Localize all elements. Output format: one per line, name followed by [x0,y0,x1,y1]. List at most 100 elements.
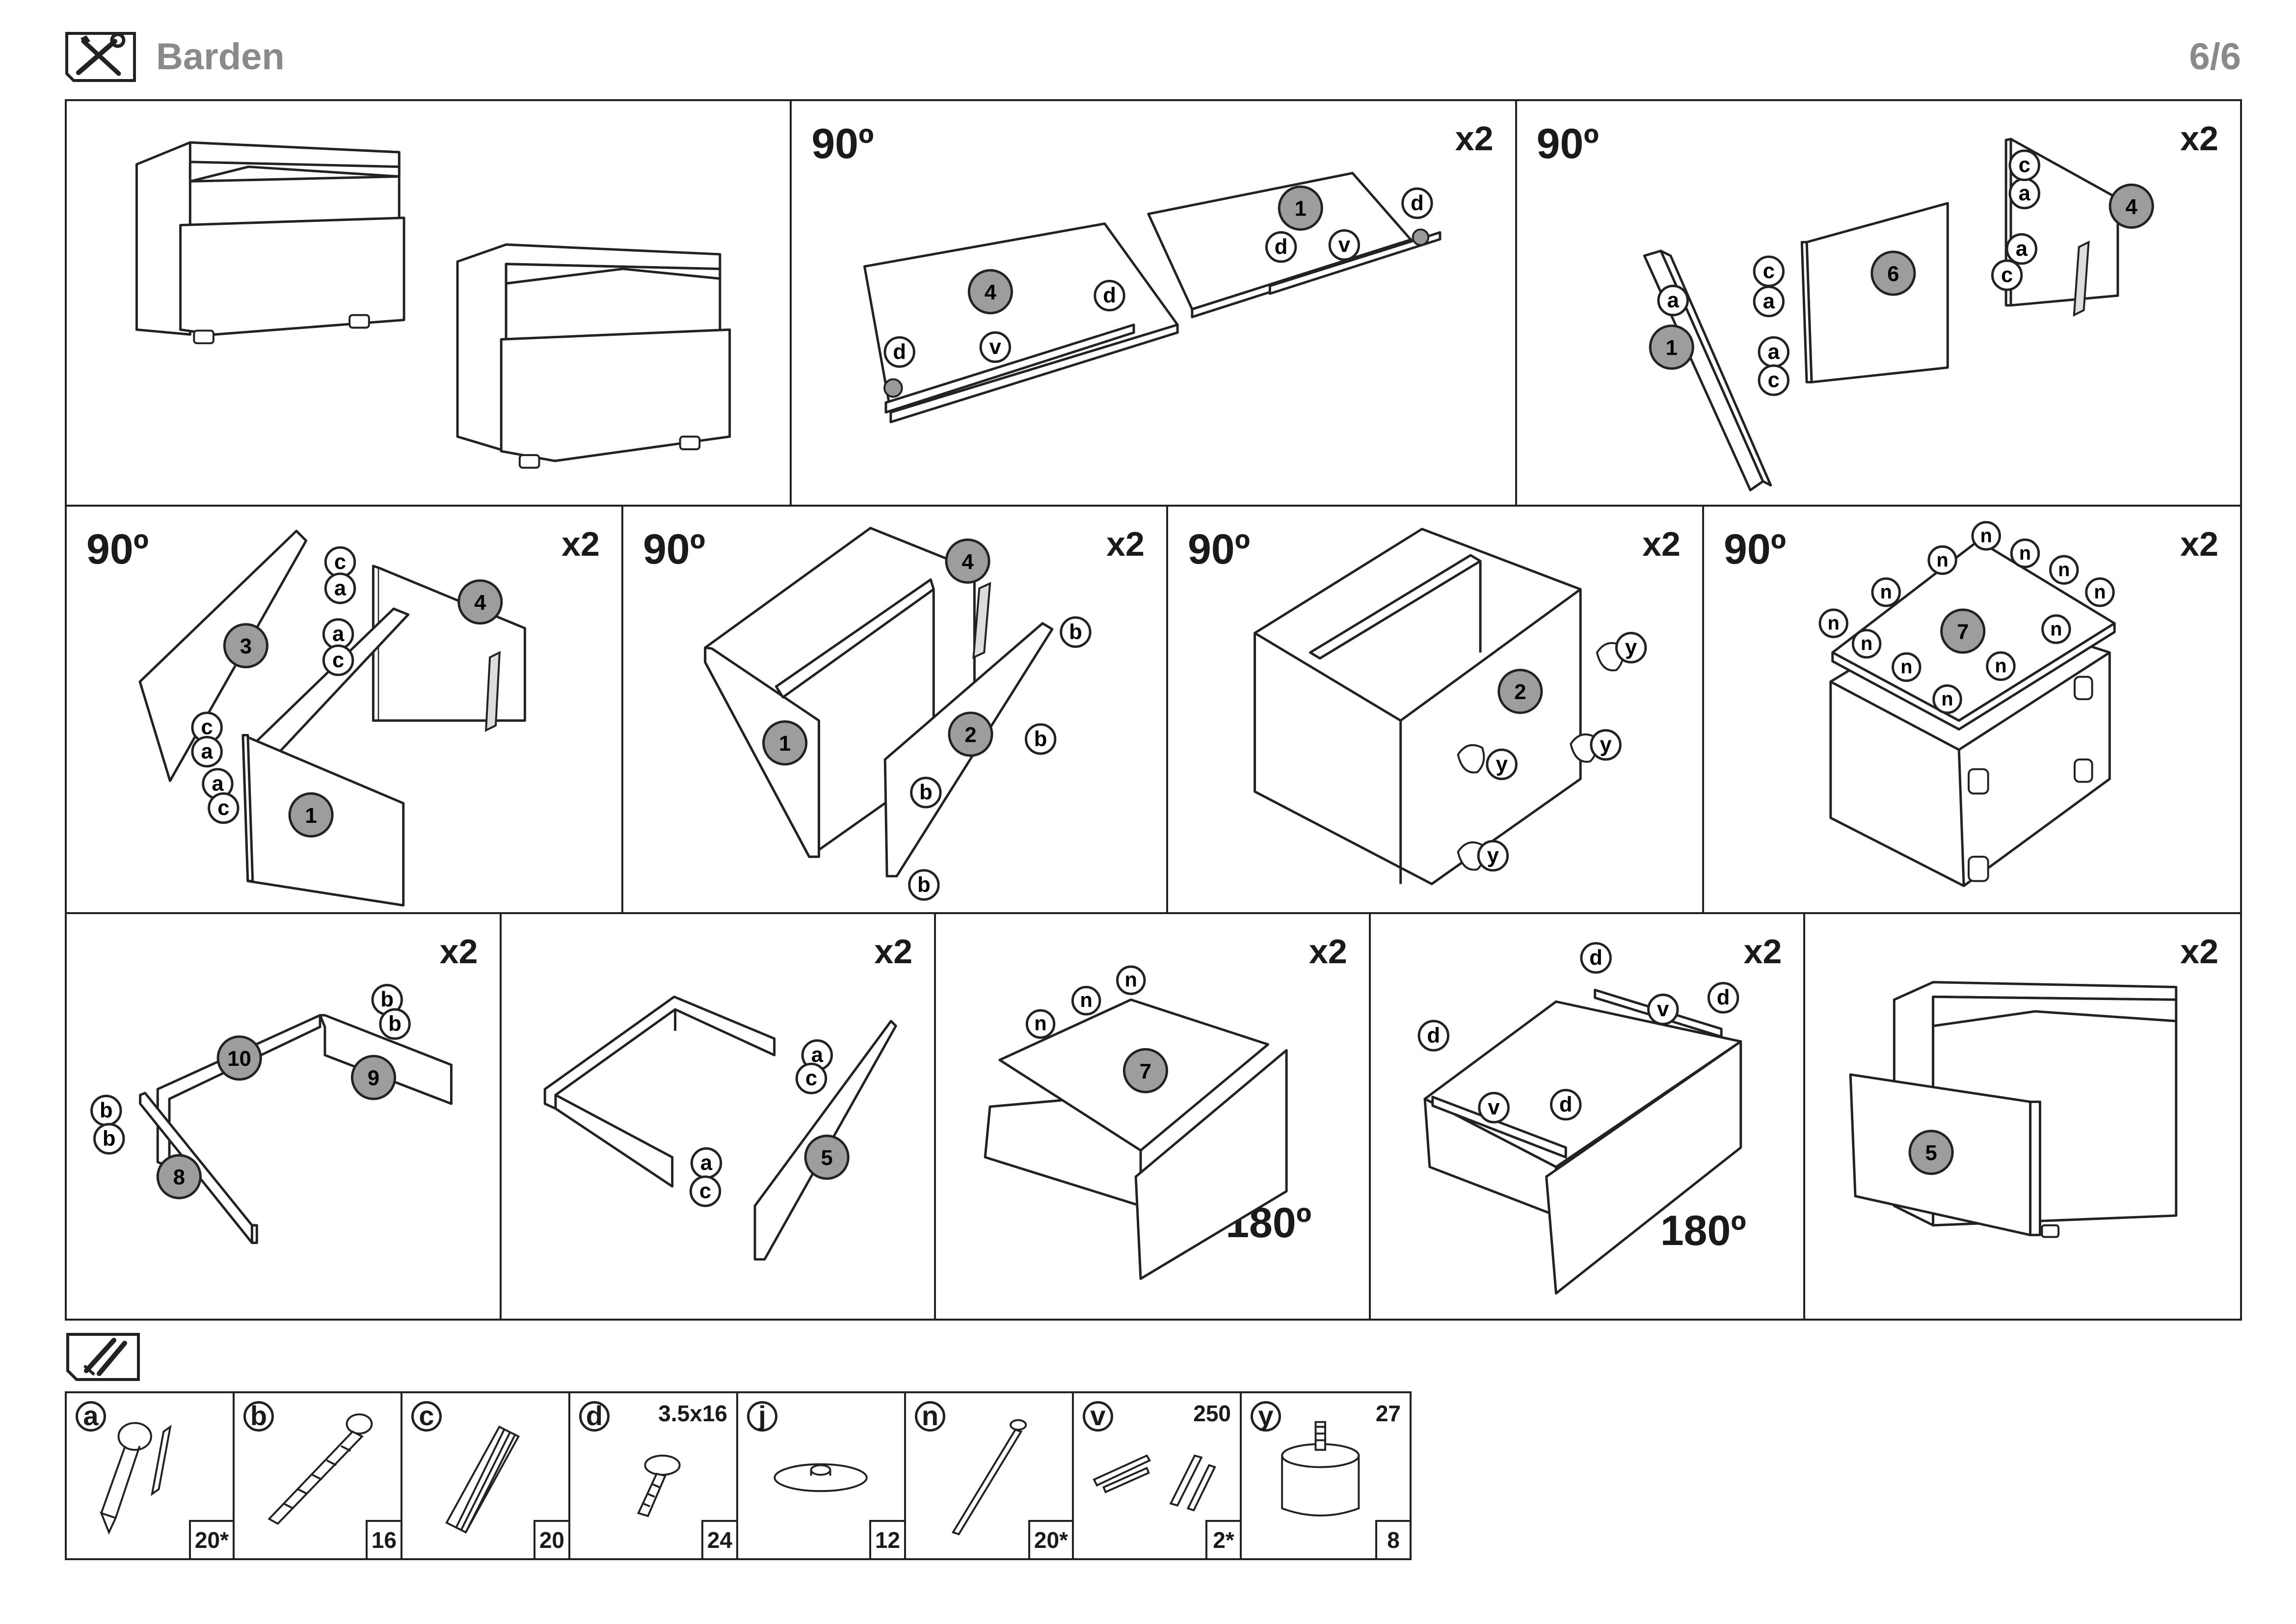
callout-a: a [2015,237,2028,261]
callout-c: c [2001,263,2013,287]
callout-a: a [700,1151,713,1175]
callout-n: n [1980,525,1992,546]
quantity-label: x2 [874,932,913,971]
callout-c: c [2018,154,2030,177]
callout-part-1: 1 [305,804,317,828]
callout-n: n [1035,1012,1047,1035]
back-and-sides-illustration: c a 1 6 c a a c a c a [1643,137,2154,491]
cam-lock-connector-icon [99,1422,172,1535]
drawer-front-illustration: a c a c 5 [543,995,897,1261]
side-panels-runner-illustration: 4 d d v 1 d v d [863,172,1442,424]
callout-n: n [1828,613,1840,634]
callout-a: a [212,772,224,795]
quantity-label: x2 [439,932,478,971]
glide-pad-icon [774,1463,868,1492]
wooden-dowel-icon [445,1425,520,1534]
furniture-foot-icon [1281,1421,1360,1516]
step-insert-drawer: x2 5 [1805,914,2240,1319]
callout-n: n [1880,581,1892,603]
part-j: j 12 [738,1393,906,1558]
part-y: y 27 8 [1242,1393,1410,1558]
carcass-front-illustration: 4 b 1 2 b b b [704,527,1092,901]
quantity-label: x2 [2180,932,2219,971]
nail-icon [951,1419,1027,1536]
part-letter: b [243,1401,274,1432]
rotation-label: 90º [1723,526,1787,573]
step-drawer-runners: x2 180º d v d d v d [1371,914,1806,1319]
callout-a: a [332,622,345,646]
callout-y: y [1600,733,1611,757]
back-board-nails-illustration: n n n n n n n n n n n [1818,521,2116,887]
part-v: v 250 2* [1074,1393,1242,1558]
callout-y: y [1625,636,1637,659]
callout-c: c [699,1179,711,1203]
part-count: 8 [1375,1520,1410,1558]
callout-part-5: 5 [821,1146,832,1170]
page-title: Barden [156,36,285,78]
quantity-label: x2 [1106,525,1145,563]
callout-b: b [388,1012,401,1036]
callout-part-7: 7 [1957,620,1969,644]
hardware-parts-list: a 20* b 16 c 20 [65,1391,1412,1560]
callout-b: b [917,873,931,896]
quantity-label: x2 [1455,119,1494,158]
part-size: 250 [1193,1401,1231,1426]
callout-part-2: 2 [964,723,976,747]
part-letter: a [76,1401,106,1432]
callout-part-1: 1 [1665,336,1677,360]
part-b: b 16 [235,1393,402,1558]
callout-n: n [1941,688,1953,710]
part-count: 20 [533,1520,568,1558]
callout-a: a [201,740,214,763]
step-finished-product [67,101,792,505]
rotation-label: 180º [1660,1207,1746,1254]
callout-part-4: 4 [474,591,486,615]
callout-b: b [1034,727,1047,751]
assembly-row-2: 90º x2 c a a c [65,505,2242,914]
part-count: 16 [365,1520,400,1558]
step-attach-back-board: 90º x2 n n n [1704,507,2240,912]
callout-v: v [989,335,1002,359]
part-letter: n [915,1401,945,1432]
rotation-label: 90º [86,526,149,573]
callout-part-4: 4 [2125,195,2137,219]
rotation-label: 90º [642,526,706,573]
callout-d: d [1427,1024,1440,1047]
step-attach-feet: 90º x2 y 2 y [1168,507,1704,912]
callout-n: n [2019,542,2031,564]
part-count: 2* [1205,1520,1240,1558]
callout-part-1: 1 [779,732,791,756]
callout-c: c [201,716,213,739]
part-n: n 20* [906,1393,1074,1558]
drawer-bottom-illustration: n n n 7 [984,965,1288,1280]
part-size: 27 [1375,1401,1401,1426]
part-size: 3.5x16 [658,1401,727,1426]
callout-n: n [1900,656,1912,678]
callout-d: d [1275,235,1288,259]
callout-part-4: 4 [961,550,973,574]
part-count: 20* [188,1520,233,1558]
callout-y: y [1487,844,1499,867]
callout-y: y [1496,753,1508,776]
callout-part-6: 6 [1887,262,1899,286]
callout-d: d [893,340,907,364]
callout-a: a [1667,289,1679,312]
hardware-fittings-icon [66,1333,140,1381]
step-attach-side-panels: 90º x2 c a a c [67,507,623,912]
step-drawer-frame: x2 b b 10 9 b b 8 [67,914,502,1319]
callout-c: c [217,796,229,820]
rotation-label: 90º [811,120,874,167]
callout-c: c [334,550,346,574]
callout-part-4: 4 [985,281,996,304]
callout-c: c [1767,368,1779,392]
page-number: 6/6 [2189,36,2241,78]
assembly-row-3: x2 b b 10 9 b b 8 [65,912,2242,1321]
callout-n: n [1936,549,1948,571]
callout-v: v [1657,998,1669,1021]
quantity-label: x2 [1642,525,1681,563]
callout-d: d [1411,191,1424,215]
assembly-row-1: 90º x2 4 d d v [65,99,2242,507]
part-d: d 3.5x16 24 [570,1393,738,1558]
quantity-label: x2 [1308,932,1347,971]
side-panels-illustration: c a a c 4 3 c a a c 1 [138,530,526,907]
